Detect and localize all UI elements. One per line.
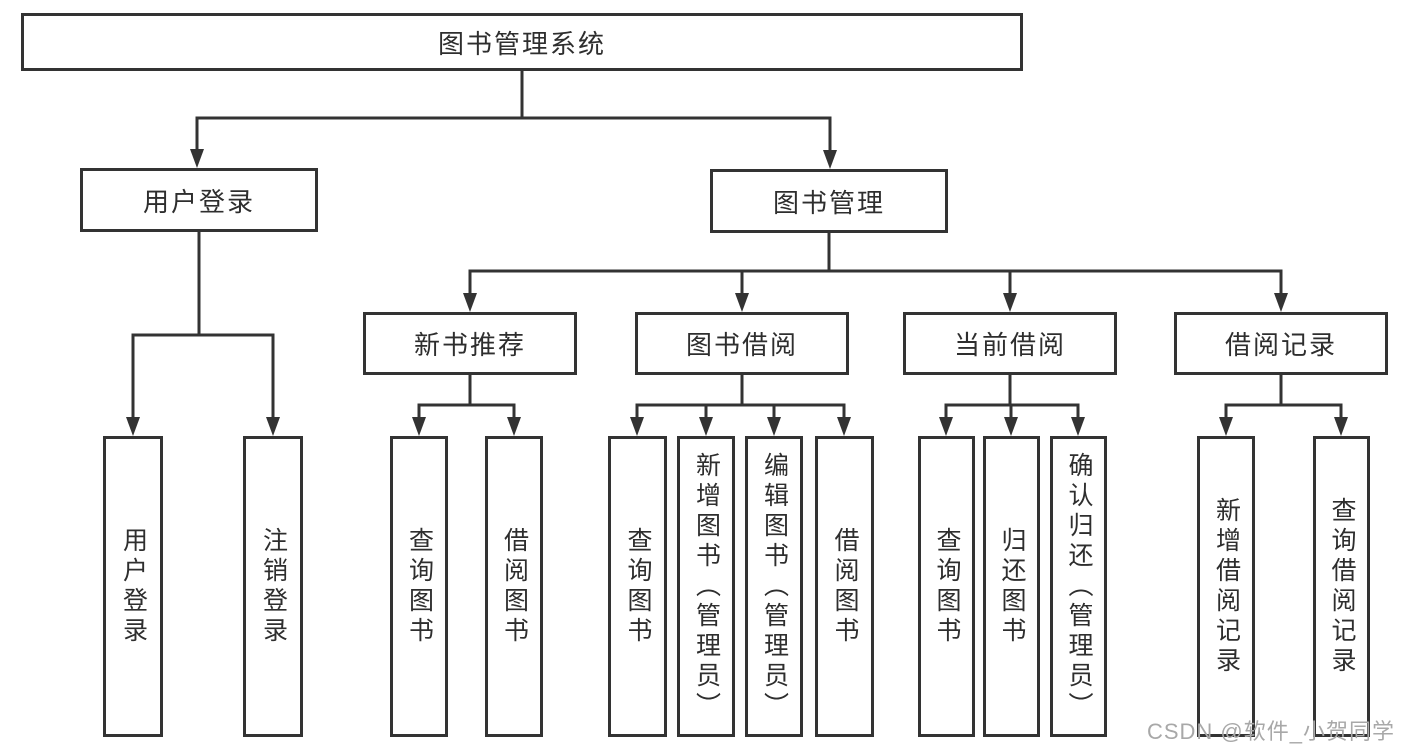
node-book-borrow: 图书借阅 [635,312,849,375]
leaf-borrow-books: 借阅图书 [815,436,874,737]
leaf-query-books-recommend: 查询图书 [390,436,448,737]
leaf-logout: 注销登录 [243,436,303,737]
node-current-borrow: 当前借阅 [903,312,1117,375]
leaf-add-borrow-record: 新增借阅记录 [1197,436,1255,737]
leaf-borrow-books-recommend: 借阅图书 [485,436,543,737]
arrowheads [126,149,1348,436]
leaf-user-login: 用户登录 [103,436,163,737]
node-library-system: 图书管理系统 [21,13,1023,71]
leaf-query-books-current: 查询图书 [918,436,975,737]
node-borrow-records: 借阅记录 [1174,312,1388,375]
leaf-add-book-admin: 新增图书（管理员） [677,436,735,737]
leaf-query-books-borrow: 查询图书 [608,436,667,737]
leaf-return-book: 归还图书 [983,436,1040,737]
node-book-management: 图书管理 [710,169,948,233]
leaf-query-borrow-record: 查询借阅记录 [1313,436,1370,737]
node-new-book-recommend: 新书推荐 [363,312,577,375]
watermark: CSDN @软件_小贺同学 [1146,719,1395,744]
node-user-login: 用户登录 [80,168,318,232]
leaf-confirm-return-admin: 确认归还（管理员） [1050,436,1107,737]
leaf-edit-book-admin: 编辑图书（管理员） [745,436,803,737]
